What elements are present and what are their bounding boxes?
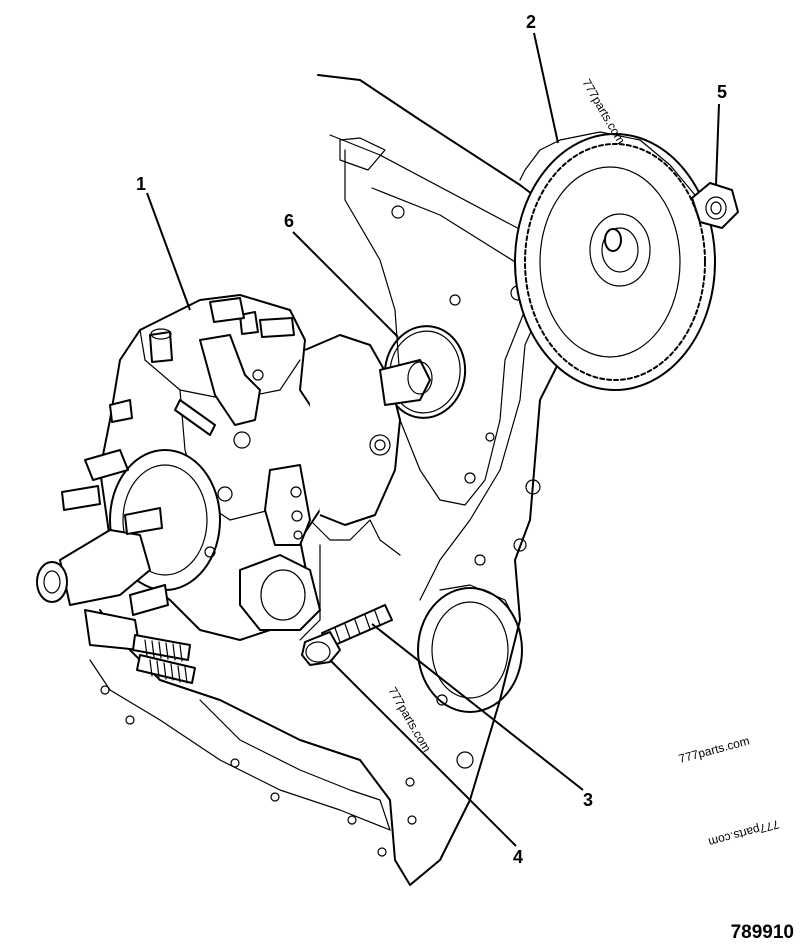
bolt	[301, 604, 393, 666]
watermark-center: 777parts.com	[385, 685, 433, 755]
callout-2: 2	[526, 12, 536, 32]
leader-lines	[146, 32, 720, 847]
leader-2	[533, 32, 559, 144]
fuel-injection-pump	[36, 294, 433, 684]
drive-gear	[514, 131, 716, 391]
callout-1: 1	[136, 174, 146, 194]
callout-6: 6	[284, 211, 294, 231]
leader-5	[715, 103, 720, 186]
callout-3: 3	[583, 790, 593, 810]
leader-6	[292, 231, 399, 338]
callout-5: 5	[717, 82, 727, 102]
watermark-right-flipped: 777parts.com	[707, 817, 781, 849]
figure-reference-number: 789910	[731, 922, 794, 943]
callout-4: 4	[513, 847, 523, 867]
leader-1	[146, 192, 191, 311]
watermark-right: 777parts.com	[677, 734, 751, 766]
leader-4	[329, 659, 517, 847]
hex-nut	[691, 182, 739, 229]
leader-3	[371, 623, 584, 791]
